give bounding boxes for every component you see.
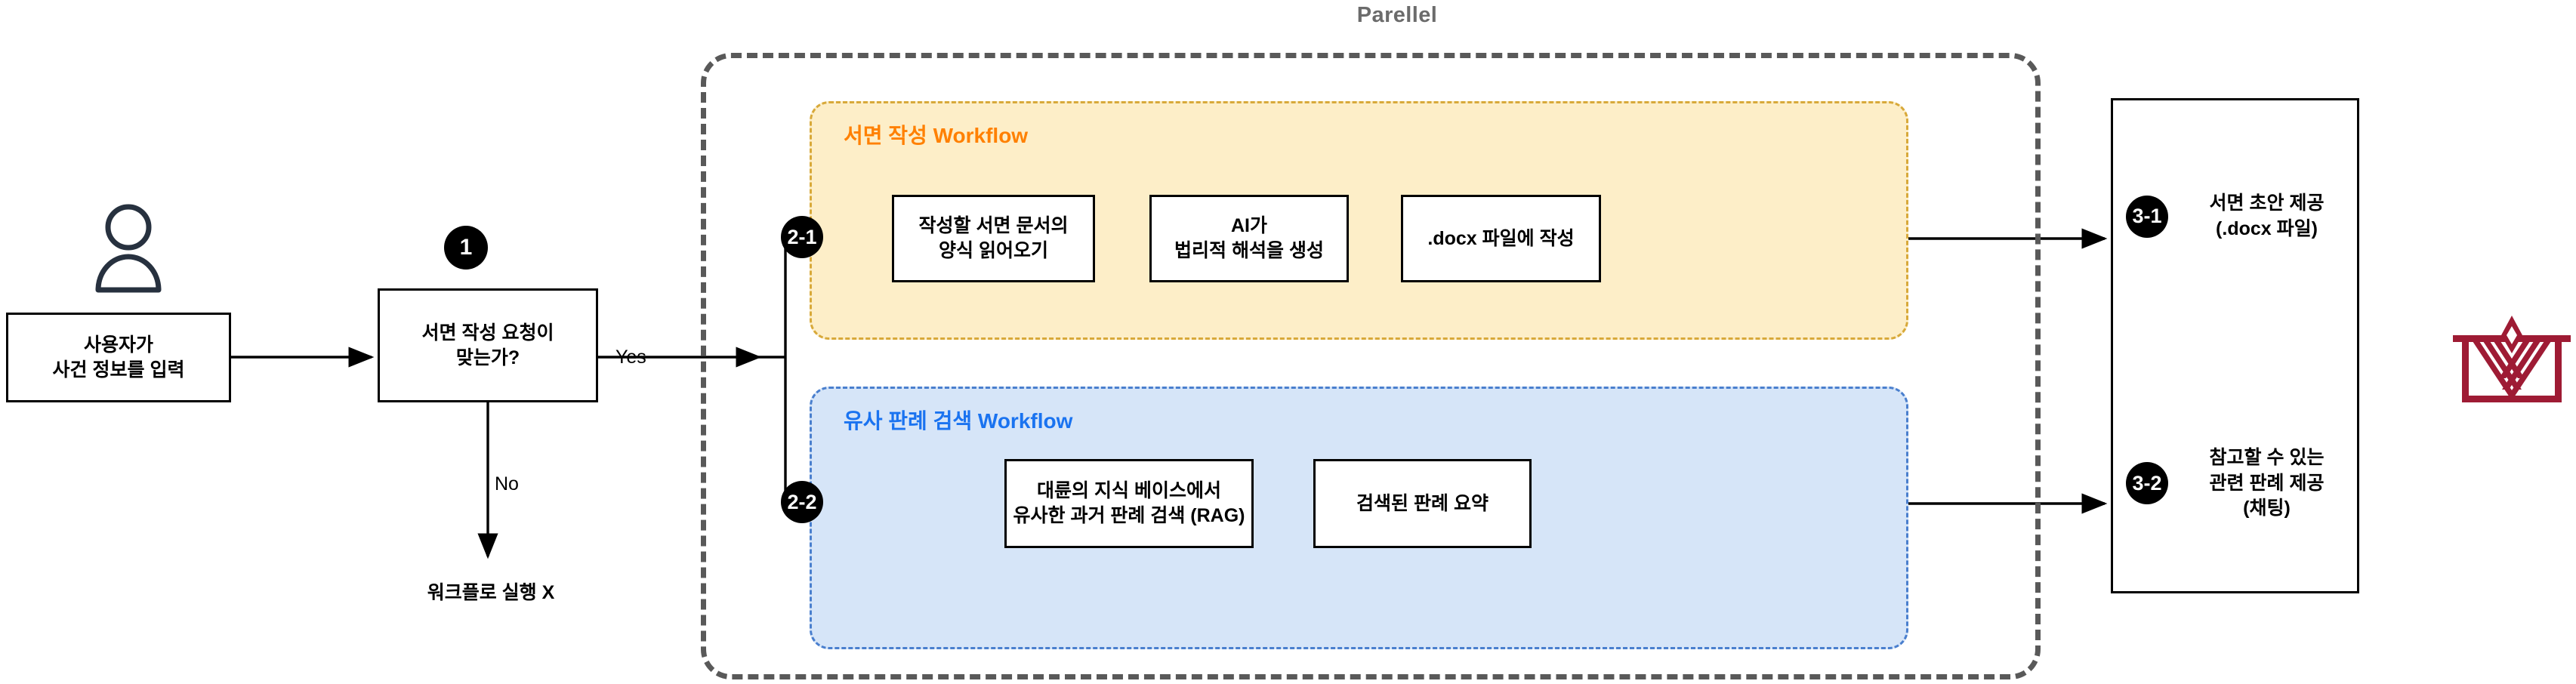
edge-label-yes: Yes xyxy=(615,347,646,368)
input-step-label: 사용자가 사건 정보를 입력 xyxy=(52,334,185,381)
lane-doc-writing-title: 서면 작성 Workflow xyxy=(844,124,1029,147)
output-row-cases: 3-2 참고할 수 있는 관련 판례 제공 (채팅) xyxy=(2126,445,2352,522)
output-panel xyxy=(2111,98,2359,593)
step-badge-2-1: 2-1 xyxy=(781,216,823,258)
step-box-rag-search-label: 대륜의 지식 베이스에서 유사한 과거 판례 검색 (RAG) xyxy=(1013,480,1245,526)
step-box-ai-analysis-label: AI가 법리적 해석을 생성 xyxy=(1174,215,1324,261)
step-box-read-form-label: 작성할 서면 문서의 양식 읽어오기 xyxy=(918,215,1069,261)
decision-step-box: 서면 작성 요청이 맞는가? xyxy=(378,288,598,402)
output-cases-label: 참고할 수 있는 관련 판례 제공 (채팅) xyxy=(2209,447,2325,519)
step-badge-1-label: 1 xyxy=(459,235,473,260)
lane-case-search-title: 유사 판례 검색 Workflow xyxy=(844,409,1073,433)
step-badge-2-2: 2-2 xyxy=(781,481,823,523)
output-row-draft: 3-1 서면 초안 제공 (.docx 파일) xyxy=(2126,191,2352,242)
step-box-write-docx-label: .docx 파일에 작성 xyxy=(1427,227,1575,249)
step-box-write-docx: .docx 파일에 작성 xyxy=(1401,195,1601,282)
no-branch-outcome-label: 워크플로 실행 X xyxy=(427,582,555,603)
step-badge-2-1-label: 2-1 xyxy=(787,225,817,248)
output-draft-label: 서면 초안 제공 (.docx 파일) xyxy=(2209,193,2325,239)
step-box-ai-analysis: AI가 법리적 해석을 생성 xyxy=(1149,195,1349,282)
parallel-container xyxy=(701,53,2041,679)
step-badge-1: 1 xyxy=(444,226,488,270)
step-box-rag-search: 대륜의 지식 베이스에서 유사한 과거 판례 검색 (RAG) xyxy=(1004,459,1254,548)
input-step-box: 사용자가 사건 정보를 입력 xyxy=(6,313,231,402)
daeryun-crown-logo xyxy=(2451,305,2572,426)
step-badge-3-1-label: 3-1 xyxy=(2132,205,2162,227)
decision-step-label: 서면 작성 요청이 맞는가? xyxy=(421,322,554,368)
step-badge-3-1: 3-1 xyxy=(2126,195,2168,238)
step-box-case-summary-label: 검색된 판례 요약 xyxy=(1356,492,1489,514)
step-badge-2-2-label: 2-2 xyxy=(787,490,817,513)
parallel-title: Parellel xyxy=(1356,3,1438,27)
step-badge-3-2: 3-2 xyxy=(2126,462,2168,505)
user-person-icon xyxy=(92,202,165,293)
step-badge-3-2-label: 3-2 xyxy=(2132,471,2162,495)
edge-label-no: No xyxy=(495,473,519,495)
step-box-read-form: 작성할 서면 문서의 양식 읽어오기 xyxy=(892,195,1095,282)
step-box-case-summary: 검색된 판례 요약 xyxy=(1313,459,1532,548)
